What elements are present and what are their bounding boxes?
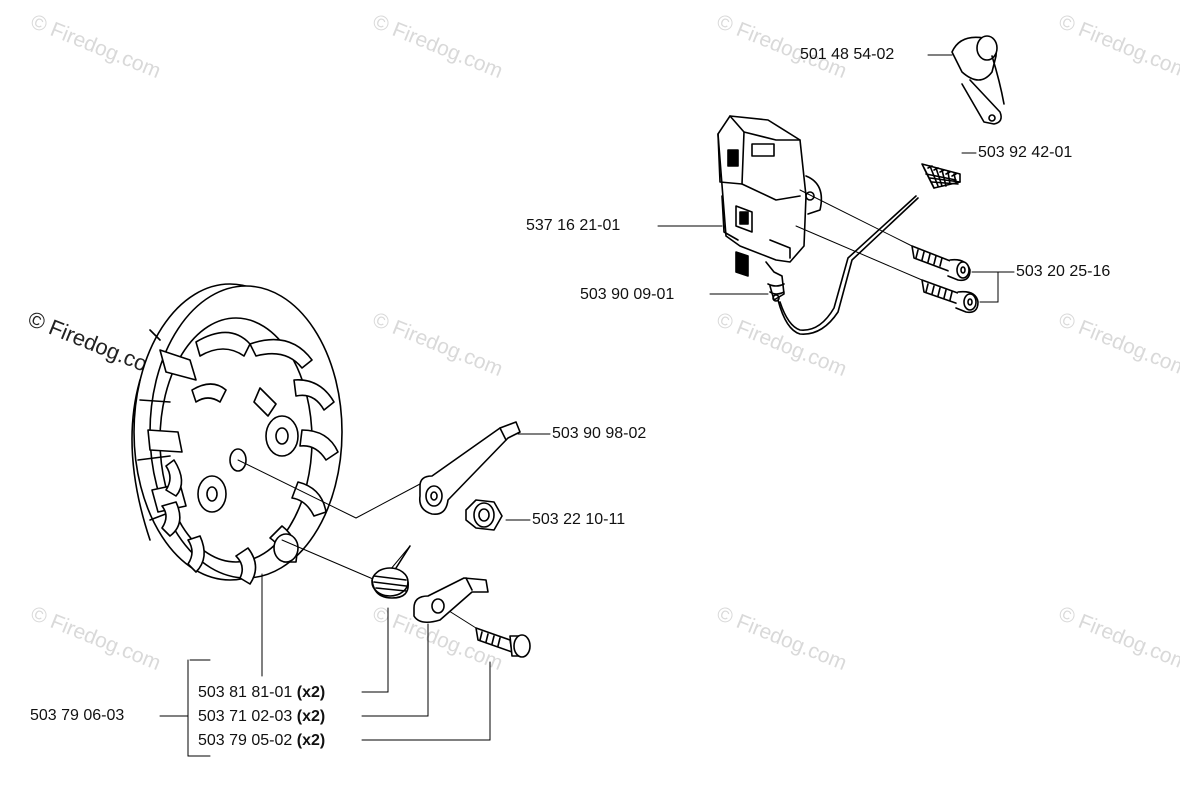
part-label-pawl: 503 71 02-03 (x2) bbox=[198, 708, 325, 726]
leader-lines bbox=[159, 54, 1015, 757]
pawl-pin-drawing bbox=[475, 627, 531, 658]
ignition-module-drawing bbox=[717, 115, 919, 335]
part-number: 503 81 81-01 bbox=[198, 684, 293, 701]
part-label-pawl-spring: 503 81 81-01 (x2) bbox=[198, 684, 325, 702]
part-label-lead: 503 90 09-01 bbox=[580, 286, 675, 303]
nut-drawing bbox=[465, 499, 503, 531]
module-screw-drawing bbox=[911, 245, 979, 314]
part-label-nut: 503 22 10-11 bbox=[532, 511, 626, 528]
quantity: (x2) bbox=[296, 708, 326, 725]
part-label-spark-plug-cap: 501 48 54-02 bbox=[800, 46, 895, 63]
part-label-module-screw: 503 20 25-16 bbox=[1016, 263, 1111, 280]
quantity: (x2) bbox=[296, 732, 326, 749]
part-label-spring: 503 92 42-01 bbox=[978, 144, 1073, 161]
part-number: 503 79 05-02 bbox=[198, 732, 293, 749]
flywheel-drawing bbox=[131, 283, 343, 585]
part-label-pawl-arm: 503 90 98-02 bbox=[552, 425, 647, 442]
part-label-flywheel: 503 79 06-03 bbox=[30, 707, 125, 724]
pawl-arm-drawing bbox=[418, 421, 521, 516]
part-label-ignition-module: 537 16 21-01 bbox=[526, 217, 621, 234]
spark-plug-cap-drawing bbox=[951, 35, 1005, 125]
pawl-drawing bbox=[413, 577, 489, 624]
part-number: 503 71 02-03 bbox=[198, 708, 293, 725]
part-label-pawl-pin: 503 79 05-02 (x2) bbox=[198, 732, 325, 750]
quantity: (x2) bbox=[296, 684, 326, 701]
pawl-spring-drawing bbox=[371, 545, 411, 599]
spring-drawing bbox=[921, 163, 961, 189]
